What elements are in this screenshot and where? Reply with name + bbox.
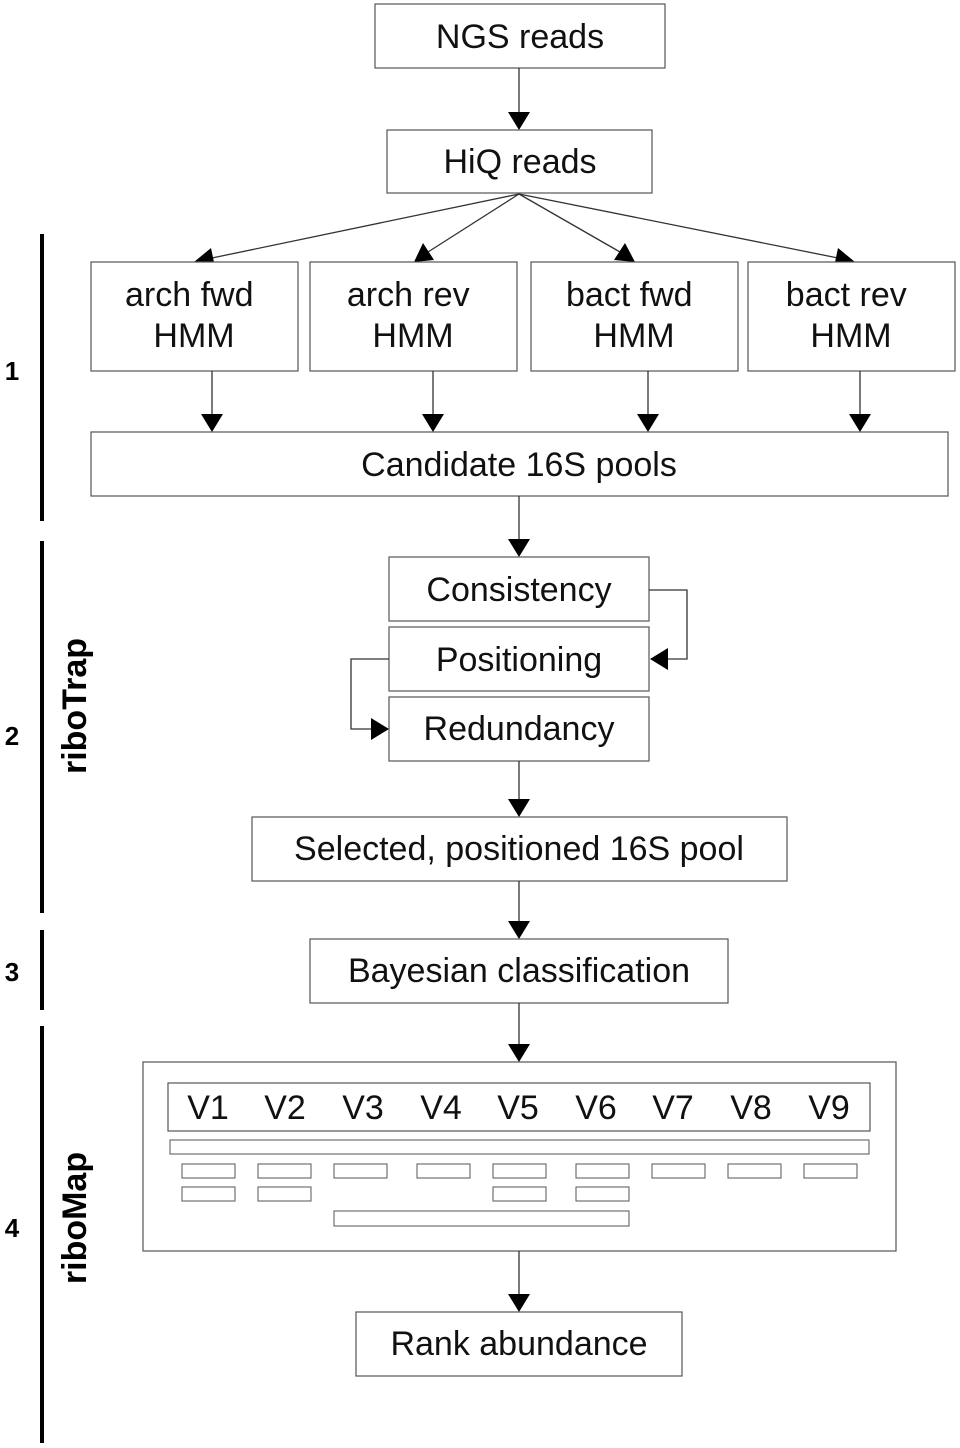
region-label-v5: V5 bbox=[497, 1089, 539, 1127]
module-label-ribomap: riboMap bbox=[56, 1152, 94, 1284]
arrow-bact-rev-candidate-head bbox=[849, 414, 871, 432]
stage-label-4: 4 bbox=[5, 1213, 20, 1243]
region-label-v8: V8 bbox=[730, 1089, 772, 1127]
hiq-reads-label: HiQ reads bbox=[443, 143, 596, 181]
region-label-v6: V6 bbox=[575, 1089, 617, 1127]
fragment-v5-b bbox=[492, 1186, 547, 1202]
arrow-hiq-bact-fwd-head bbox=[614, 243, 635, 262]
arrow-hiq-arch-fwd bbox=[211, 193, 520, 259]
arrow-hiq-bact-fwd bbox=[518, 193, 621, 253]
arrow-candidate-consistency-head bbox=[508, 539, 530, 557]
bact-fwd-hmm-label: bact fwd HMM bbox=[566, 276, 702, 355]
bact-rev-hmm-label: bact rev HMM bbox=[786, 276, 916, 355]
arrow-redundancy-selected-head bbox=[508, 799, 530, 817]
bayesian-box bbox=[309, 938, 729, 1004]
fragment-v6-b bbox=[575, 1186, 630, 1202]
arrow-arch-rev-candidate-head bbox=[422, 414, 444, 432]
region-label-v4: V4 bbox=[420, 1089, 462, 1127]
region-label-v9: V9 bbox=[808, 1089, 850, 1127]
arrow-positioning-redundancy bbox=[350, 658, 389, 730]
positioning-label: Positioning bbox=[436, 641, 602, 679]
arrow-ngs-hiq-head bbox=[508, 112, 530, 130]
fragment-v2-a bbox=[257, 1163, 312, 1179]
arrow-ribomap-rank-head bbox=[508, 1294, 530, 1312]
bact-fwd-hmm-box bbox=[530, 261, 739, 372]
regions-row: V1 V2 V3 V4 V5 V6 V7 V8 V9 bbox=[187, 1089, 850, 1127]
arrow-consistency-positioning-head bbox=[650, 648, 668, 670]
region-label-v2: V2 bbox=[264, 1089, 306, 1127]
region-label-v7: V7 bbox=[652, 1089, 694, 1127]
full-length-bar bbox=[169, 1139, 870, 1155]
arrow-hiq-bact-rev bbox=[518, 193, 839, 259]
arch-rev-hmm-label: arch rev HMM bbox=[347, 276, 479, 355]
regions-box bbox=[167, 1082, 871, 1132]
arrow-consistency-positioning bbox=[649, 589, 688, 660]
fragment-v8-a bbox=[727, 1163, 782, 1179]
arch-fwd-hmm-box bbox=[90, 261, 299, 372]
arch-rev-hmm-box bbox=[309, 261, 518, 372]
fragment-v6-a bbox=[575, 1163, 630, 1179]
hiq-reads-box bbox=[386, 129, 653, 194]
selected-pool-box bbox=[251, 816, 788, 882]
redundancy-box bbox=[388, 696, 650, 762]
bayesian-label: Bayesian classification bbox=[348, 952, 690, 990]
ngs-reads-box bbox=[374, 3, 666, 69]
fragment-v1-b bbox=[181, 1186, 236, 1202]
fragment-v5-a bbox=[492, 1163, 547, 1179]
redundancy-label: Redundancy bbox=[424, 710, 615, 748]
region-label-v1: V1 bbox=[187, 1089, 229, 1127]
arrow-bact-fwd-candidate-head bbox=[637, 414, 659, 432]
arrow-arch-fwd-candidate-head bbox=[201, 414, 223, 432]
stage-label-1: 1 bbox=[5, 356, 19, 386]
fragment-v9-a bbox=[803, 1163, 858, 1179]
consistency-label: Consistency bbox=[426, 571, 611, 609]
arrow-selected-bayesian-head bbox=[508, 921, 530, 939]
ngs-reads-label: NGS reads bbox=[436, 18, 604, 56]
arrow-hiq-arch-rev bbox=[427, 193, 520, 253]
stage-label-2: 2 bbox=[5, 721, 19, 751]
consistency-box bbox=[388, 556, 650, 622]
selected-pool-label: Selected, positioned 16S pool bbox=[294, 830, 744, 868]
arrow-positioning-redundancy-head bbox=[371, 718, 389, 740]
fragment-v2-b bbox=[257, 1186, 312, 1202]
fragment-v3-v6-span bbox=[333, 1210, 630, 1227]
fragment-v3-a bbox=[333, 1163, 388, 1179]
bact-rev-hmm-box bbox=[747, 261, 956, 372]
fragment-v4-a bbox=[416, 1163, 471, 1179]
arrow-bayesian-ribomap-head bbox=[508, 1044, 530, 1062]
stage-label-3: 3 bbox=[5, 957, 19, 987]
fragment-v1-a bbox=[181, 1163, 236, 1179]
rank-abundance-box bbox=[355, 1311, 683, 1377]
module-label-ribotrap: riboTrap bbox=[56, 638, 94, 774]
region-label-v3: V3 bbox=[342, 1089, 384, 1127]
candidate-pools-label: Candidate 16S pools bbox=[361, 446, 677, 484]
arch-fwd-hmm-label: arch fwd HMM bbox=[125, 276, 263, 355]
fragment-v7-a bbox=[651, 1163, 706, 1179]
rank-abundance-label: Rank abundance bbox=[390, 1325, 647, 1363]
arrow-hiq-arch-rev-head bbox=[414, 243, 434, 262]
candidate-pools-box bbox=[90, 431, 949, 497]
